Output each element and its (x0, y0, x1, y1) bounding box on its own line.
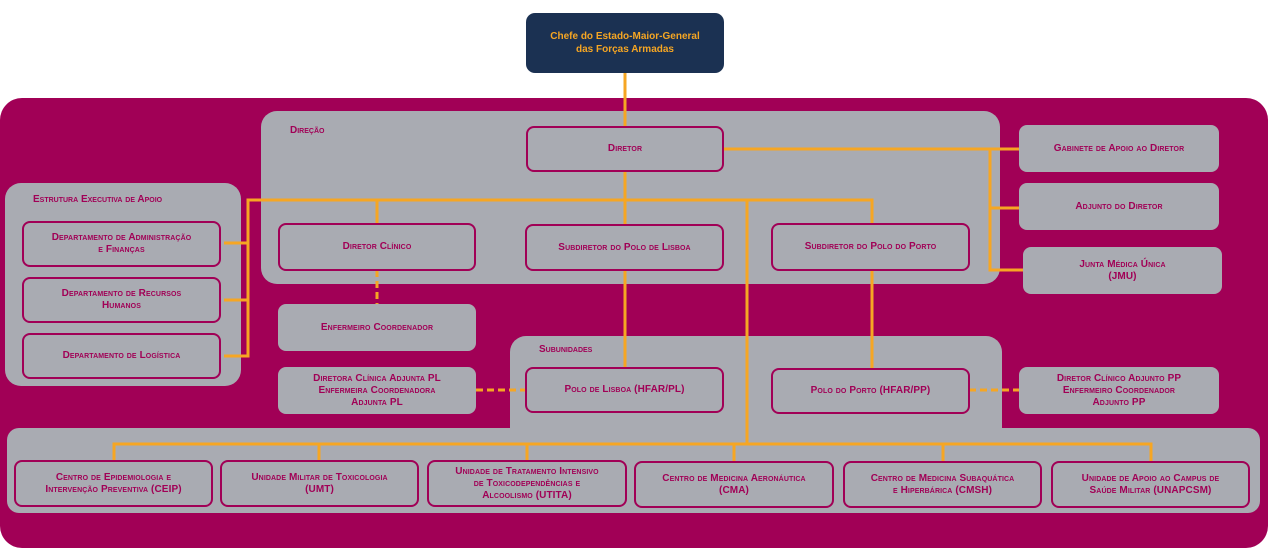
gabinete-apoio-label: Gabinete de Apoio ao Diretor (1053, 142, 1185, 154)
unidade-unapcsm-line1: Unidade de Apoio ao Campus de (1081, 472, 1220, 484)
polo-lisboa-label: Polo de Lisboa (HFAR/PL) (564, 384, 685, 395)
dep-logistica-box[interactable]: Departamento de Logística (22, 333, 221, 379)
unidade-unapcsm-line2: Saúde Militar (UNAPCSM) (1089, 484, 1212, 496)
polo-porto-label: Polo do Porto (HFAR/PP) (810, 385, 931, 396)
adjuntos-pp-line3: Adjunto PP (1092, 396, 1146, 408)
diretor-clinico-label: Diretor Clínico (342, 241, 412, 252)
unidade-ceip-box[interactable]: Centro de Epidemiologia e Intervenção Pr… (14, 460, 213, 507)
estrutura-executiva-label: Estrutura Executiva de Apoio (33, 194, 163, 205)
unidade-cma-line2: (CMA) (719, 484, 749, 496)
unidade-cmsh-line2: e Hiperbárica (CMSH) (892, 484, 993, 496)
junta-medica-label: Junta Médica Única (1079, 258, 1166, 270)
unidade-cmsh-line1: Centro de Medicina Subaquática (870, 472, 1015, 484)
diretor-box[interactable]: Diretor (526, 126, 724, 172)
subdiretor-porto-label: Subdiretor do Polo do Porto (804, 241, 937, 252)
adjuntos-pl-line3: Adjunta PL (351, 396, 403, 408)
chefe-line2: das Forças Armadas (575, 44, 674, 55)
chefe-estado-maior-box[interactable]: Chefe do Estado-Maior-General das Forças… (526, 13, 724, 73)
unidade-utita-box[interactable]: Unidade de Tratamento Intensivo de Toxic… (427, 460, 627, 507)
unidade-umt-box[interactable]: Unidade Militar de Toxicologia (UMT) (220, 460, 419, 507)
enfermeiro-coordenador-box[interactable]: Enfermeiro Coordenador (278, 304, 476, 351)
dep-recursos-humanos-label2: Humanos (101, 300, 142, 311)
adjuntos-pl-box[interactable]: Diretora Clínica Adjunta PL Enfermeira C… (278, 367, 476, 414)
unidade-utita-line1: Unidade de Tratamento Intensivo (455, 465, 599, 477)
subdiretor-lisboa-label: Subdiretor do Polo de Lisboa (558, 241, 691, 253)
junta-medica-abbr: (JMU) (1108, 270, 1137, 282)
junta-medica-box[interactable]: Junta Médica Única (JMU) (1023, 247, 1222, 294)
subdiretor-lisboa-box[interactable]: Subdiretor do Polo de Lisboa (525, 224, 724, 271)
unidade-utita-line2: de Toxicodependências e (473, 477, 581, 489)
diretor-label: Diretor (607, 143, 643, 154)
dep-recursos-humanos-box[interactable]: Departamento de Recursos Humanos (22, 277, 221, 323)
unidade-cma-line1: Centro de Medicina Aeronáutica (662, 472, 806, 484)
dep-recursos-humanos-label: Departamento de Recursos (61, 288, 182, 299)
unidade-ceip-line1: Centro de Epidemiologia e (55, 471, 172, 483)
adjuntos-pp-box[interactable]: Diretor Clínico Adjunto PP Enfermeiro Co… (1019, 367, 1219, 414)
adjunto-diretor-label: Adjunto do Diretor (1075, 200, 1163, 212)
subunidades-label: Subunidades (539, 344, 593, 355)
dep-administracao-label: Departamento de Administração (51, 232, 192, 243)
chefe-line1: Chefe do Estado-Maior-General (550, 31, 700, 42)
polo-porto-box[interactable]: Polo do Porto (HFAR/PP) (771, 368, 970, 414)
unidade-ceip-line2: Intervenção Preventiva (CEIP) (45, 483, 182, 495)
unidade-unapcsm-box[interactable]: Unidade de Apoio ao Campus de Saúde Mili… (1051, 461, 1250, 508)
adjuntos-pp-line1: Diretor Clínico Adjunto PP (1056, 372, 1182, 384)
dep-administracao-label2: e Finanças (98, 244, 145, 255)
unidade-cmsh-box[interactable]: Centro de Medicina Subaquática e Hiperbá… (843, 461, 1042, 508)
adjuntos-pl-line2: Enfermeira Coordenadora (318, 384, 436, 396)
dep-administracao-box[interactable]: Departamento de Administração e Finanças (22, 221, 221, 267)
adjunto-diretor-box[interactable]: Adjunto do Diretor (1019, 183, 1219, 230)
adjuntos-pp-line2: Enfermeiro Coordenador (1062, 384, 1176, 396)
unidade-utita-line3: Alcoolismo (UTITA) (482, 489, 572, 501)
dep-logistica-label: Departamento de Logística (62, 350, 181, 361)
polo-lisboa-box[interactable]: Polo de Lisboa (HFAR/PL) (525, 367, 724, 413)
diretor-clinico-box[interactable]: Diretor Clínico (278, 223, 476, 271)
unidade-umt-line2: (UMT) (305, 483, 334, 495)
adjuntos-pl-line1: Diretora Clínica Adjunta PL (313, 372, 441, 384)
unidade-umt-line1: Unidade Militar de Toxicologia (251, 471, 388, 483)
gabinete-apoio-box[interactable]: Gabinete de Apoio ao Diretor (1019, 125, 1219, 172)
enfermeiro-coordenador-label: Enfermeiro Coordenador (320, 321, 434, 333)
direcao-label: Direção (290, 125, 325, 136)
unidade-cma-box[interactable]: Centro de Medicina Aeronáutica (CMA) (634, 461, 834, 508)
subdiretor-porto-box[interactable]: Subdiretor do Polo do Porto (771, 223, 970, 271)
